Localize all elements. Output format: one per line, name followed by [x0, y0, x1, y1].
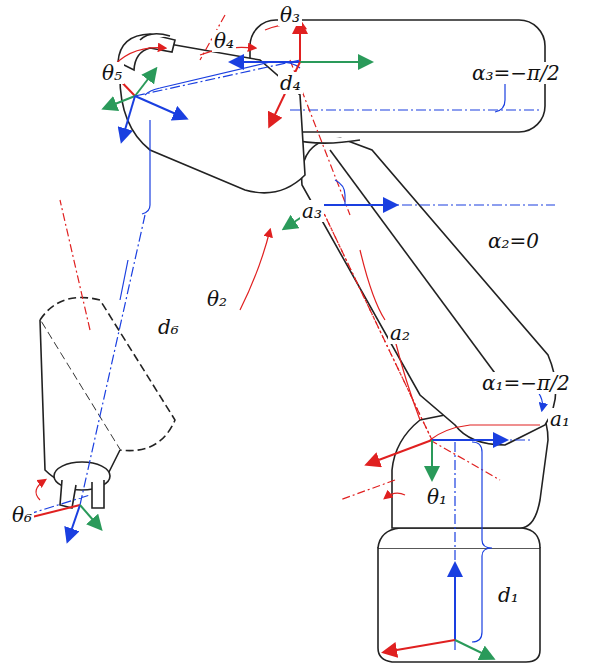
parameter-label: a₁ — [548, 408, 572, 430]
parameter-label: d₁ — [496, 584, 521, 606]
parameter-label: α₃=−π/2 — [470, 62, 562, 84]
parameter-label: θ₆ — [10, 504, 34, 526]
parameter-label: α₁=−π/2 — [480, 372, 572, 394]
parameter-label: a₃ — [300, 200, 324, 222]
parameter-label: d₄ — [278, 72, 303, 94]
parameter-label: θ₅ — [100, 62, 124, 84]
parameter-label: a₂ — [388, 322, 412, 344]
parameter-label: d₆ — [156, 316, 181, 338]
parameter-label: θ₂ — [205, 288, 229, 310]
parameter-label: θ₁ — [425, 486, 449, 508]
parameter-label: θ₄ — [212, 30, 236, 52]
parameter-label: θ₃ — [278, 4, 302, 26]
parameter-label: α₂=0 — [486, 230, 541, 252]
